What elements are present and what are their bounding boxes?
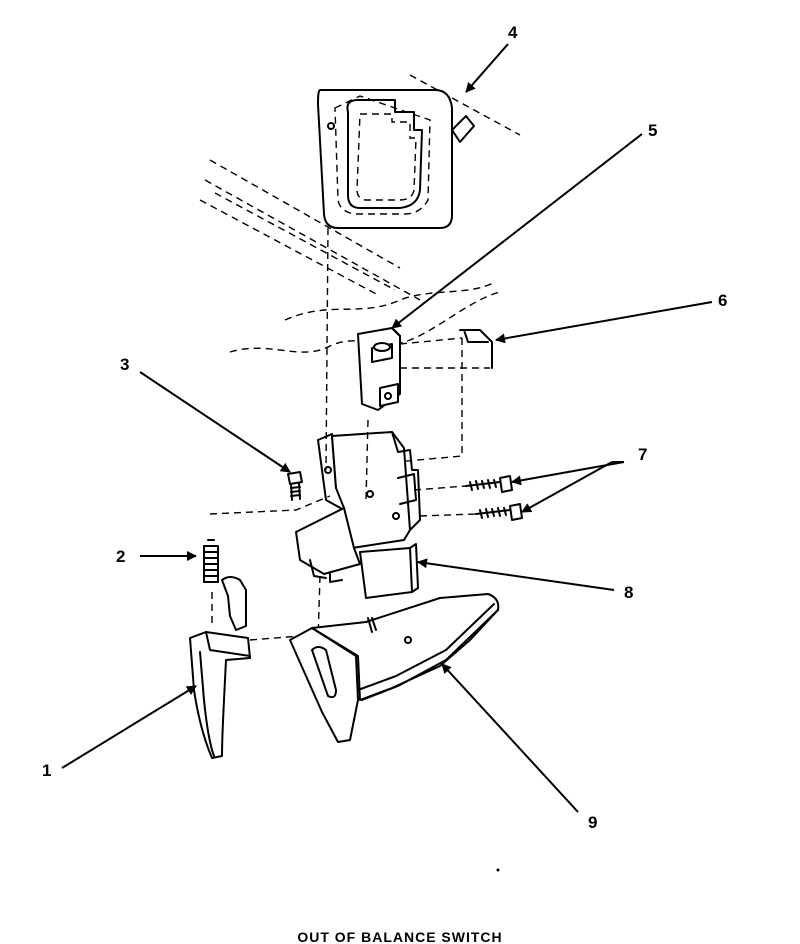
stray-dot: [496, 868, 500, 872]
part-4-cover-plate: [317, 89, 475, 229]
callout-4: 4: [508, 23, 518, 42]
callout-6: 6: [718, 291, 727, 310]
callout-3: 3: [120, 355, 129, 374]
callout-9: 9: [588, 813, 597, 832]
callout-8: 8: [624, 583, 633, 602]
part-5-switch: [357, 327, 401, 411]
callout-2: 2: [116, 547, 125, 566]
part-1-lever-arm: [189, 576, 301, 759]
callout-7: 7: [638, 445, 647, 464]
callout-labels: 1 2 3 4 5 6 7 8 9: [42, 23, 727, 832]
diagram-caption: OUT OF BALANCE SWITCH: [297, 930, 503, 944]
part-2-spring: [203, 539, 219, 583]
callout-leaders: [61, 43, 713, 813]
part-6-bracket-clip: [395, 329, 493, 463]
part-8-mounting-bracket: [209, 227, 421, 641]
callout-1: 1: [42, 761, 51, 780]
callout-5: 5: [648, 121, 657, 140]
part-9-pedal-actuator: [289, 593, 500, 743]
part-7-screws: [413, 475, 523, 521]
part-3-screw: [287, 471, 303, 501]
machine-frame-outline: [199, 74, 521, 353]
